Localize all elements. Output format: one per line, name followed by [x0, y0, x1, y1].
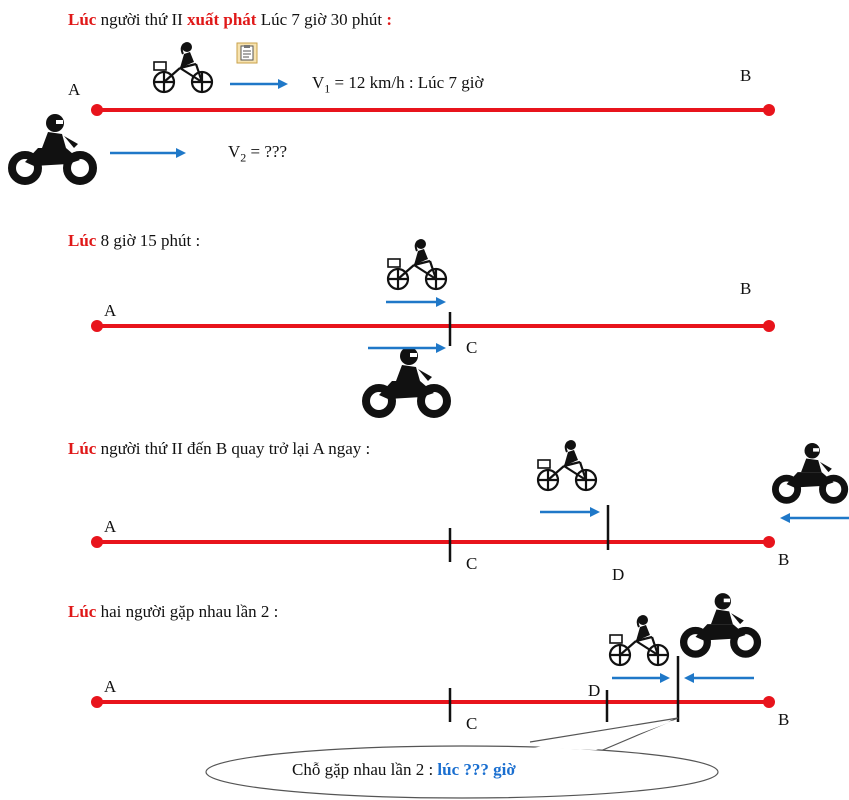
bicycle-rider-icon: [608, 615, 670, 667]
scene3-label-c: C: [466, 554, 478, 573]
scene4-label-d: D: [588, 681, 601, 700]
clipboard-icon: [236, 42, 258, 64]
scene3-label-b: B: [778, 550, 790, 569]
scene1-heading: Lúc người thứ II xuất phát Lúc 7 giờ 30 …: [68, 10, 393, 29]
scene2-label-a: A: [104, 301, 117, 320]
scene3-label-d: D: [612, 565, 625, 584]
bicycle-rider-icon: [152, 42, 214, 94]
scene1-label-a: A: [68, 80, 81, 99]
scene3-heading: Lúc người thứ II đến B quay trở lại A ng…: [68, 439, 371, 458]
scene2-heading: Lúc 8 giờ 15 phút :: [68, 231, 201, 250]
scene3-label-a: A: [104, 517, 117, 536]
scene1-v2-label: V2 = ???: [228, 142, 288, 165]
motorcycle-rider-icon: [680, 593, 762, 658]
scene4-label-c: C: [466, 714, 478, 733]
scene4-label-b: B: [778, 710, 790, 729]
scene1-label-b: B: [740, 66, 752, 85]
scene1-v1-label: V1 = 12 km/h : Lúc 7 giờ: [312, 73, 484, 96]
bicycle-rider-icon: [536, 440, 598, 492]
meeting-callout: Chỗ gặp nhau lần 2 : lúc ??? giờ: [292, 760, 516, 779]
bicycle-rider-icon: [386, 239, 448, 291]
scene4-label-a: A: [104, 677, 117, 696]
scene4-heading: Lúc hai người gặp nhau lần 2 :: [68, 602, 279, 621]
scene2-label-c: C: [466, 338, 478, 357]
scene2-label-b: B: [740, 279, 752, 298]
motorcycle-rider-icon: [362, 347, 451, 418]
motorcycle-rider-icon: [772, 443, 849, 504]
motorcycle-rider-icon: [8, 114, 97, 185]
